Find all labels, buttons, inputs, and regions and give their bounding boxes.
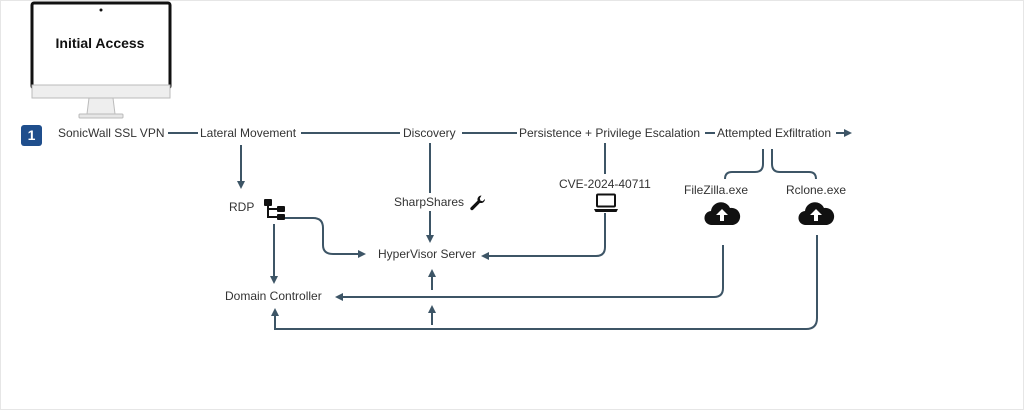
link-exfil-filezilla xyxy=(724,149,764,180)
node-sharpshares: SharpShares xyxy=(392,195,467,210)
monitor-icon xyxy=(30,1,172,119)
laptop-icon xyxy=(594,193,618,212)
node-cve: CVE-2024-40711 xyxy=(557,177,653,192)
wrench-icon xyxy=(470,195,486,211)
link-filezilla-dc xyxy=(335,245,724,301)
node-rclone: Rclone.exe xyxy=(784,183,849,198)
cloud-upload-icon-rclone xyxy=(798,202,835,226)
initial-access-title: Initial Access xyxy=(55,35,145,51)
link-rdp-hypervisor xyxy=(285,217,366,258)
node-persistence: Persistence + Privilege Escalation xyxy=(517,126,703,141)
link-exfil-rclone xyxy=(771,149,817,180)
node-sonicwall-vpn: SonicWall SSL VPN xyxy=(56,126,167,141)
cloud-upload-icon-filezilla xyxy=(704,202,741,226)
node-rdp: RDP xyxy=(227,200,257,215)
node-hypervisor: HyperVisor Server xyxy=(376,247,478,262)
step-badge: 1 xyxy=(21,125,42,146)
link-rclone-dc xyxy=(271,235,818,330)
node-filezilla: FileZilla.exe xyxy=(682,183,751,198)
network-tree-icon xyxy=(264,199,285,220)
node-attempted-exfiltration: Attempted Exfiltration xyxy=(715,126,834,141)
node-lateral-movement: Lateral Movement xyxy=(198,126,299,141)
node-discovery: Discovery xyxy=(401,126,458,141)
link-cve-hypervisor xyxy=(481,213,606,260)
node-domain-controller: Domain Controller xyxy=(223,289,324,304)
